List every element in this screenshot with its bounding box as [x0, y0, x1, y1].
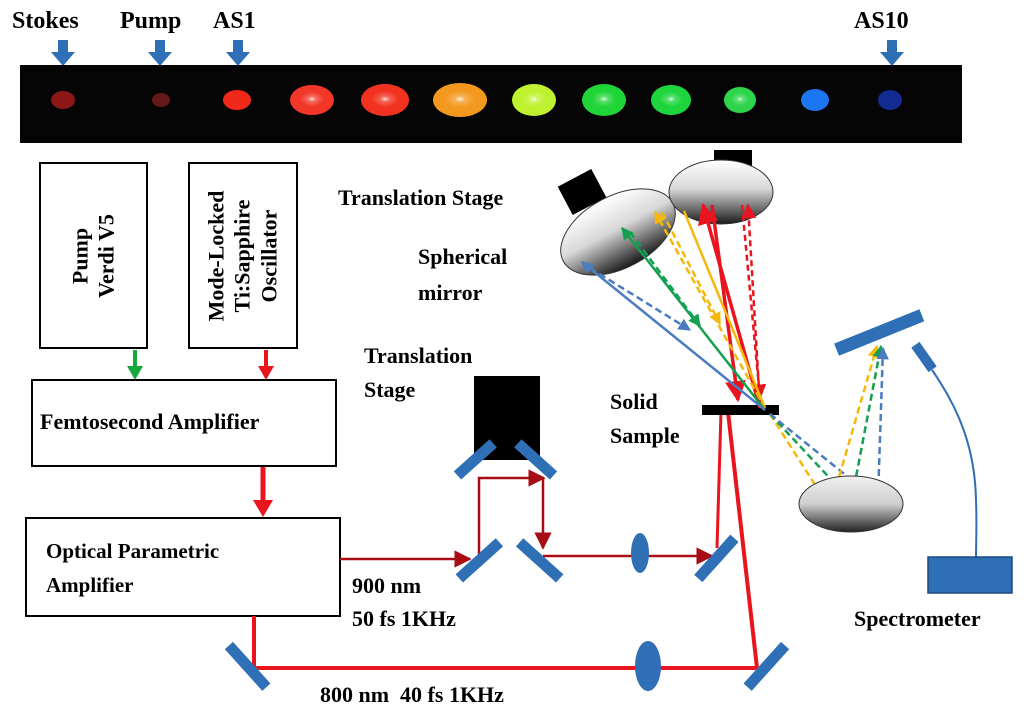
top-beams — [581, 202, 767, 411]
stokes-label: Stokes — [12, 8, 79, 34]
translation-stage-label-1: Translation — [364, 343, 473, 368]
pump-arrow-icon — [148, 40, 172, 66]
spectrum-spot — [152, 93, 170, 107]
mount-left — [557, 168, 607, 216]
femtosecond-amplifier-label: Femtosecond Amplifier — [40, 409, 260, 434]
spherical-mirror-label-1: Spherical — [418, 244, 508, 269]
pump-laser-box — [39, 162, 148, 349]
spherical-mirror-lower — [798, 475, 904, 533]
opa-label-line2: Amplifier — [46, 573, 134, 597]
spectrum-spot-highlight — [521, 91, 547, 107]
spectrum-spot-highlight — [445, 90, 475, 108]
amplifier-to-opa-arrow-icon — [253, 467, 273, 517]
spectrum-spot — [51, 91, 75, 109]
fiber-input — [911, 341, 937, 373]
pump-line1: Pump — [67, 227, 93, 284]
spectrum-spot — [801, 89, 829, 111]
opa-box — [25, 517, 341, 617]
beam-800nm — [245, 411, 759, 670]
as10-label: AS10 — [854, 8, 909, 34]
fiber-cable — [931, 369, 978, 559]
spectrum-spot-highlight — [731, 92, 749, 106]
steering-mirror-900 — [694, 534, 739, 583]
spectrometer-label: Spectrometer — [854, 606, 981, 631]
translation-stage-top-label: Translation Stage — [338, 185, 504, 210]
delay-mirrors — [453, 439, 564, 583]
beam-900-label-2: 50 fs 1KHz — [352, 606, 456, 631]
oscillator-box — [188, 162, 298, 349]
spectrometer-box — [927, 556, 1013, 594]
spectrum-spot-highlight — [371, 91, 399, 107]
beam-800-label: 800 nm 40 fs 1KHz — [320, 682, 504, 707]
as1-arrow-icon — [226, 40, 250, 66]
opa-label-line1: Optical Parametric — [46, 539, 220, 563]
spherical-mirror-label-2: mirror — [418, 280, 483, 305]
osc-line3: Oscillator — [256, 209, 282, 302]
steering-mirror-800-left — [224, 641, 271, 691]
stokes-arrow-icon — [51, 40, 75, 66]
spectrum-spots — [51, 83, 902, 117]
beam-900-label-1: 900 nm — [352, 573, 422, 598]
osc-line2: Ti:Sapphire — [229, 199, 255, 312]
femtosecond-amplifier-box — [31, 379, 337, 467]
osc-line1: Mode-Locked — [203, 190, 229, 321]
spectrum-spot-highlight — [299, 91, 325, 107]
beam-900nm — [340, 469, 714, 568]
as10-arrow-icon — [880, 40, 904, 66]
lens-900nm-icon — [631, 533, 649, 573]
spectrum-spot-highlight — [591, 91, 617, 107]
solid-sample-label-1: Solid — [610, 389, 658, 414]
pump-line2: Verdi V5 — [93, 213, 119, 298]
spectrum-spot — [223, 90, 251, 110]
output-mirror — [834, 309, 925, 356]
spectrum-pointer-arrows — [51, 40, 904, 66]
pump-spectrum-label: Pump — [120, 8, 182, 34]
lens-800nm-icon — [635, 641, 661, 691]
translation-stage-label-2: Stage — [364, 377, 416, 402]
spectrum-spot — [878, 90, 902, 110]
solid-sample — [702, 405, 779, 415]
oscillator-to-amplifier-arrow-icon — [258, 350, 274, 380]
pump-laser-text: Pump Verdi V5 — [40, 163, 147, 348]
oscillator-text: Mode-Locked Ti:Sapphire Oscillator — [189, 163, 297, 348]
spectrum-spot-highlight — [660, 91, 682, 107]
pump-to-amplifier-arrow-icon — [127, 350, 143, 380]
beam-900nm-to-sample — [715, 411, 723, 549]
steering-mirror-800-right — [743, 641, 790, 691]
as1-label: AS1 — [213, 8, 256, 34]
solid-sample-label-2: Sample — [610, 423, 680, 448]
